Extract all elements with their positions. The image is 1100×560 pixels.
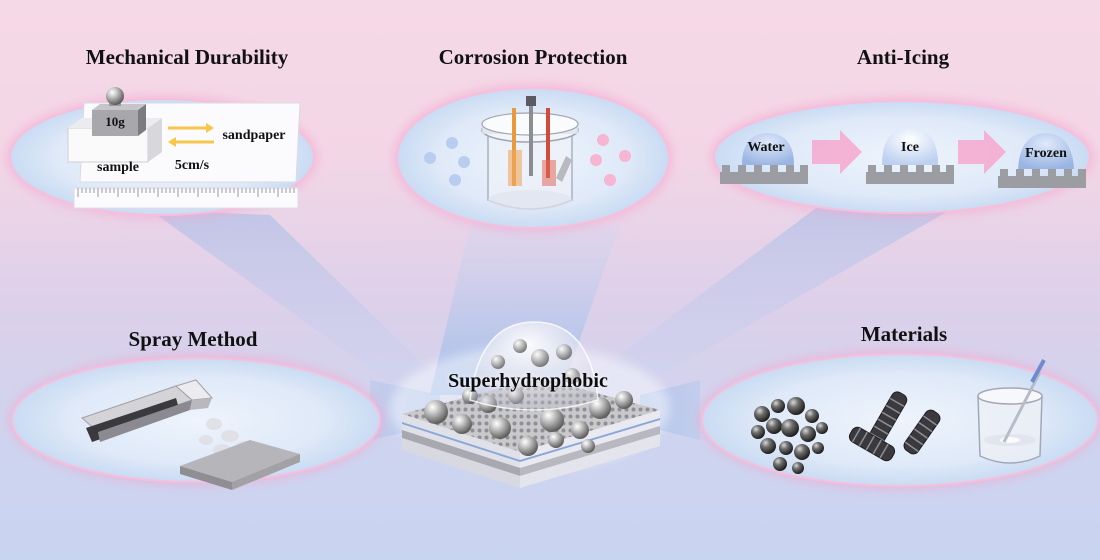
center-superhydrophobic-surface [390, 321, 670, 488]
beam-mechanical [150, 210, 460, 405]
panel-mechanical-durability [6, 87, 318, 219]
stage-label-water: Water [747, 140, 785, 155]
panel-title-spray-method: Spray Method [128, 327, 258, 351]
panel-title-corrosion-protection: Corrosion Protection [438, 45, 628, 69]
stage-label-frozen: Frozen [1025, 146, 1067, 161]
panel-title-mechanical-durability: Mechanical Durability [85, 45, 289, 69]
ion-blue-icon [446, 137, 458, 149]
panel-materials [698, 350, 1100, 490]
panel-anti-icing [710, 97, 1094, 217]
substrate-plate [180, 440, 300, 482]
frozen-droplet-icon [1018, 133, 1074, 169]
center-title-superhydrophobic: Superhydrophobic [448, 370, 608, 392]
stage-label-ice: Ice [901, 140, 919, 155]
electrode-red [546, 108, 550, 178]
speed-label: 5cm/s [174, 158, 210, 173]
panel-spray-method [8, 354, 384, 490]
beam-anti-icing [560, 205, 950, 405]
droplet-inner-particles-icon [491, 339, 580, 384]
panel-corrosion-protection [393, 84, 673, 232]
electrode-orange [512, 108, 516, 186]
arrow-right-icon [812, 130, 862, 174]
sample-label: sample [97, 160, 139, 175]
beaker-icon [977, 359, 1046, 464]
ion-pink-icon [597, 134, 609, 146]
textured-surface-2 [866, 128, 954, 184]
textured-surface-3 [998, 133, 1086, 188]
panel-title-materials: Materials [860, 322, 948, 346]
ion-blue-icon [449, 174, 461, 186]
nanoparticles-icon [751, 397, 828, 474]
ion-pink-icon [590, 154, 602, 166]
textured-surface-1 [720, 133, 808, 184]
nanotubes-icon [848, 391, 941, 462]
arrow-right-icon [958, 130, 1006, 174]
ion-blue-icon [424, 152, 436, 164]
ion-blue-icon [458, 156, 470, 168]
stir-rod-icon [1002, 371, 1042, 443]
water-droplet-dome-icon [469, 321, 599, 411]
electrode-reference [529, 100, 533, 176]
ion-pink-icon [604, 174, 616, 186]
ion-pink-icon [619, 150, 631, 162]
panel-title-anti-icing: Anti-Icing [856, 45, 950, 69]
weight-block [92, 110, 138, 136]
water-droplet-icon [742, 133, 794, 165]
sandpaper-label: sandpaper [222, 128, 286, 143]
weight-knob-icon [106, 87, 124, 105]
weight-label: 10g [105, 114, 125, 129]
ice-droplet-icon [882, 128, 938, 165]
